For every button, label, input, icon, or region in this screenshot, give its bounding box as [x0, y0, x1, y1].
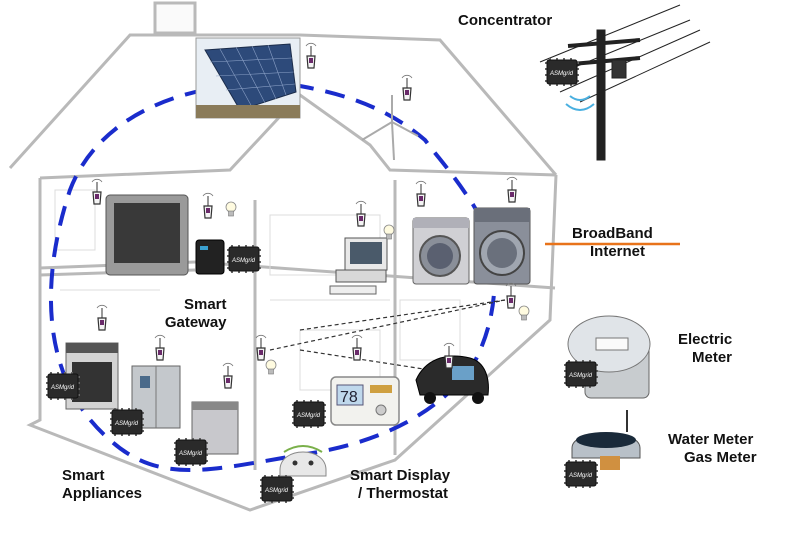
lightbulb-icon — [265, 359, 277, 375]
svg-text:ASMgrid: ASMgrid — [178, 451, 203, 457]
antenna-icon — [415, 180, 427, 207]
smart-display-thermostat-label: Smart Display / Thermostat — [350, 467, 451, 502]
asmgrid-chip-icon: ASMgrid — [291, 399, 327, 429]
asmgrid-chip-icon: ASMgrid — [563, 359, 599, 389]
svg-text:ASMgrid: ASMgrid — [231, 258, 256, 264]
antenna-icon — [305, 42, 317, 69]
antenna-icon — [401, 74, 413, 101]
antenna-icon — [154, 334, 166, 361]
television-icon — [105, 194, 189, 276]
gateway-device-icon — [195, 239, 225, 275]
antenna-icon — [351, 334, 363, 361]
antenna-icon — [255, 334, 267, 361]
svg-text:ASMgrid: ASMgrid — [114, 421, 139, 427]
water-meter-icon — [571, 410, 641, 470]
svg-text:ASMgrid: ASMgrid — [296, 413, 321, 419]
svg-text:ASMgrid: ASMgrid — [549, 71, 574, 77]
smart-appliances-label: Smart Appliances — [62, 467, 143, 502]
electric-meter-icon — [567, 315, 651, 399]
antenna-icon — [202, 192, 214, 219]
lightbulb-icon — [225, 201, 237, 217]
asmgrid-chip-icon: ASMgrid — [544, 57, 580, 87]
wireless-links — [269, 299, 506, 371]
thermostat-reading: 78 — [340, 389, 358, 406]
solar-panel-icon — [195, 37, 301, 119]
svg-text:ASMgrid: ASMgrid — [568, 373, 593, 379]
antenna-icon — [443, 342, 455, 369]
electric-car-icon — [415, 355, 489, 404]
asmgrid-chip-icon: ASMgrid — [45, 371, 81, 401]
broadband-internet-label: BroadBand Internet — [572, 225, 653, 260]
electric-meter-label: Electric Meter — [678, 331, 733, 366]
utility-pole-icon — [539, 4, 711, 161]
asmgrid-chips: ASMgrid ASMgrid ASMgrid ASMgrid ASMgrid … — [45, 57, 599, 504]
clothes-dryer-icon — [473, 207, 531, 285]
asmgrid-chip-icon: ASMgrid — [259, 474, 295, 504]
antenna-icon — [222, 362, 234, 389]
wind-turbine-icon — [361, 95, 419, 161]
svg-text:ASMgrid: ASMgrid — [264, 488, 289, 494]
asmgrid-chip-icon: ASMgrid — [563, 459, 599, 489]
antenna-icon — [505, 282, 517, 309]
concentrator-label: Concentrator — [458, 12, 553, 29]
asmgrid-chip-icon: ASMgrid — [226, 244, 262, 274]
smart-gateway-label: Smart Gateway — [164, 296, 227, 331]
svg-text:ASMgrid: ASMgrid — [568, 473, 593, 479]
thermostat-icon: 78 — [330, 376, 400, 426]
washing-machine-icon — [412, 217, 470, 285]
smart-plug-icon — [279, 445, 327, 477]
svg-text:ASMgrid: ASMgrid — [50, 385, 75, 391]
lightbulb-icon — [518, 305, 530, 321]
antenna-icon — [96, 304, 108, 331]
asmgrid-chip-icon: ASMgrid — [109, 407, 145, 437]
antenna-icon — [91, 178, 103, 205]
antenna-icon — [355, 200, 367, 227]
computer-icon — [329, 237, 388, 295]
asmgrid-chip-icon: ASMgrid — [173, 437, 209, 467]
lightbulb-icon — [383, 224, 395, 240]
water-gas-meter-label: Water Meter Gas Meter — [668, 431, 757, 466]
antenna-icon — [506, 176, 518, 203]
